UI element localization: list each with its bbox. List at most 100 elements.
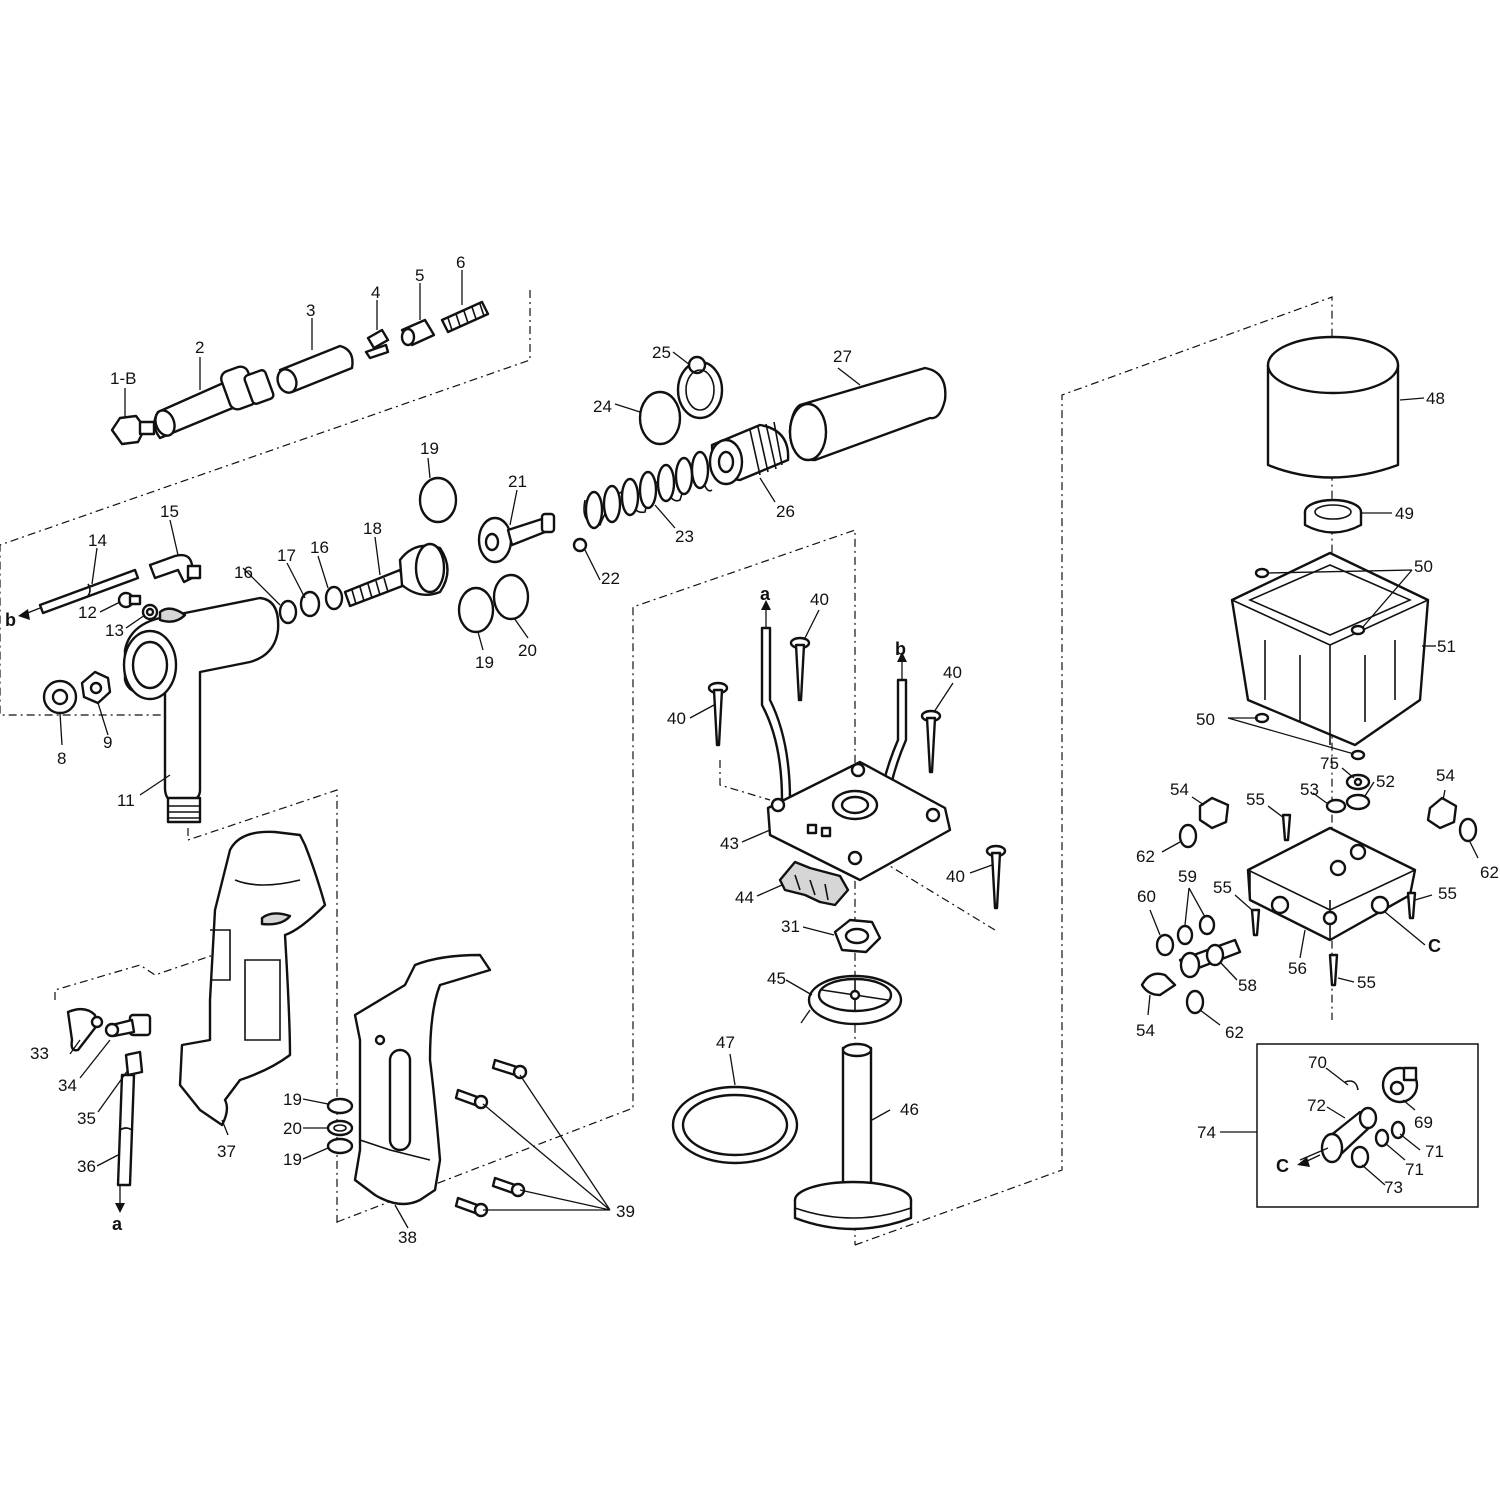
callout-labels: 1-B 2 3 4 5 6 8 9 11 12 13 14 15 16 17 1… [5,253,1499,1247]
callout-75: 75 [1320,754,1339,773]
callout-40a: 40 [810,590,829,609]
callout-55d: 55 [1357,973,1376,992]
part-26-end-cap [708,421,790,486]
callout-40d: 40 [946,867,965,886]
part-46-air-piston [793,1042,913,1231]
callout-36: 36 [77,1157,96,1176]
part-54-plugs [1140,796,1458,997]
callout-47: 47 [716,1033,735,1052]
callout-19b: 19 [475,653,494,672]
callout-55c: 55 [1438,884,1457,903]
callout-11: 11 [117,791,135,810]
part-38-right-handle [353,953,492,1206]
callout-58: 58 [1238,976,1257,995]
inset-kit-74 [1256,1043,1479,1208]
part-75-washer [1345,773,1371,791]
cylinder-assembly [38,355,947,824]
part-37-left-handle [178,830,327,1127]
part-55-screws [1250,813,1417,987]
callout-59: 59 [1178,867,1197,886]
part-45-piston-plate [807,974,903,1026]
part-51-reservoir-body [1230,551,1430,747]
part-16-o-ring [278,585,344,625]
callout-52: 52 [1376,772,1395,791]
part-21-valve [477,512,556,564]
callout-31: 31 [781,917,800,936]
callout-44: 44 [735,888,754,907]
part-71-o-rings [1374,1120,1406,1148]
callout-54c: 54 [1136,1021,1155,1040]
callout-22: 22 [601,569,620,588]
callout-27: 27 [833,347,852,366]
part-35-fitting [124,1050,144,1077]
part-6-jaw-spring [440,300,490,334]
callout-19c: 19 [283,1090,302,1109]
connector-c-inset: C [1276,1156,1289,1176]
part-73-o-ring [1350,1145,1370,1169]
connector-c-right: C [1428,936,1441,956]
callout-71a: 71 [1425,1142,1444,1161]
callout-74: 74 [1197,1123,1216,1142]
callout-54b: 54 [1436,766,1455,785]
callout-2: 2 [195,338,204,357]
part-20-o-ring [492,573,530,621]
callout-55b: 55 [1213,878,1232,897]
callout-55a: 55 [1246,790,1265,809]
callout-53: 53 [1300,780,1319,799]
callout-49: 49 [1395,504,1414,523]
callout-34: 34 [58,1076,77,1095]
callout-69: 69 [1414,1113,1433,1132]
callout-38: 38 [398,1228,417,1247]
connector-a-bottom: a [112,1214,123,1234]
part-1b-nose-nut [110,414,156,446]
callout-37: 37 [217,1142,236,1161]
handle-assembly [66,830,528,1218]
part-8-lock-washer [42,679,78,715]
callout-24: 24 [593,397,612,416]
part-49-seal-ring [1303,498,1363,534]
part-5-jaw-pusher [400,318,436,347]
part-12-screw [117,591,142,609]
callout-35: 35 [77,1109,96,1128]
callout-12: 12 [78,603,97,622]
part-62-o-rings [1178,817,1478,1015]
connector-a-top: a [760,584,771,604]
part-52-washer [1345,793,1371,811]
part-69-fitting-body [1381,1066,1419,1104]
part-59-o-rings [1176,914,1216,946]
callout-39: 39 [616,1202,635,1221]
callout-1b: 1-B [110,369,136,388]
part-36-tube [116,1073,136,1187]
part-3-jaw-sleeve [276,344,354,394]
callout-70: 70 [1308,1053,1327,1072]
part-19-o-ring [418,476,495,634]
callout-20a: 20 [518,641,537,660]
part-13-washer [141,603,159,621]
callout-25: 25 [652,343,671,362]
callout-54a: 54 [1170,780,1189,799]
part-23-spring [583,450,713,530]
callout-15: 15 [160,502,179,521]
callout-16a: 16 [234,563,253,582]
callout-19d: 19 [283,1150,302,1169]
callout-72: 72 [1307,1096,1326,1115]
callout-17: 17 [277,546,296,565]
callout-19a: 19 [420,439,439,458]
part-4-jaws [364,328,390,360]
callout-14: 14 [88,531,107,550]
part-17-backup-ring [299,590,321,618]
part-48-reservoir-cap [1266,335,1400,479]
callout-16b: 16 [310,538,329,557]
part-58-check-valve [1178,938,1242,979]
part-11-head [122,596,280,824]
callout-50a: 50 [1414,557,1433,576]
part-24-o-ring [638,390,682,446]
part-53-washer [1325,798,1347,814]
part-25-seal-plate [676,355,724,420]
part-2-nose-housing [153,365,275,440]
callout-8: 8 [57,749,66,768]
callout-3: 3 [306,301,315,320]
part-60-o-ring [1155,933,1175,957]
callout-21: 21 [508,472,527,491]
part-31-hex-nut [833,918,882,954]
